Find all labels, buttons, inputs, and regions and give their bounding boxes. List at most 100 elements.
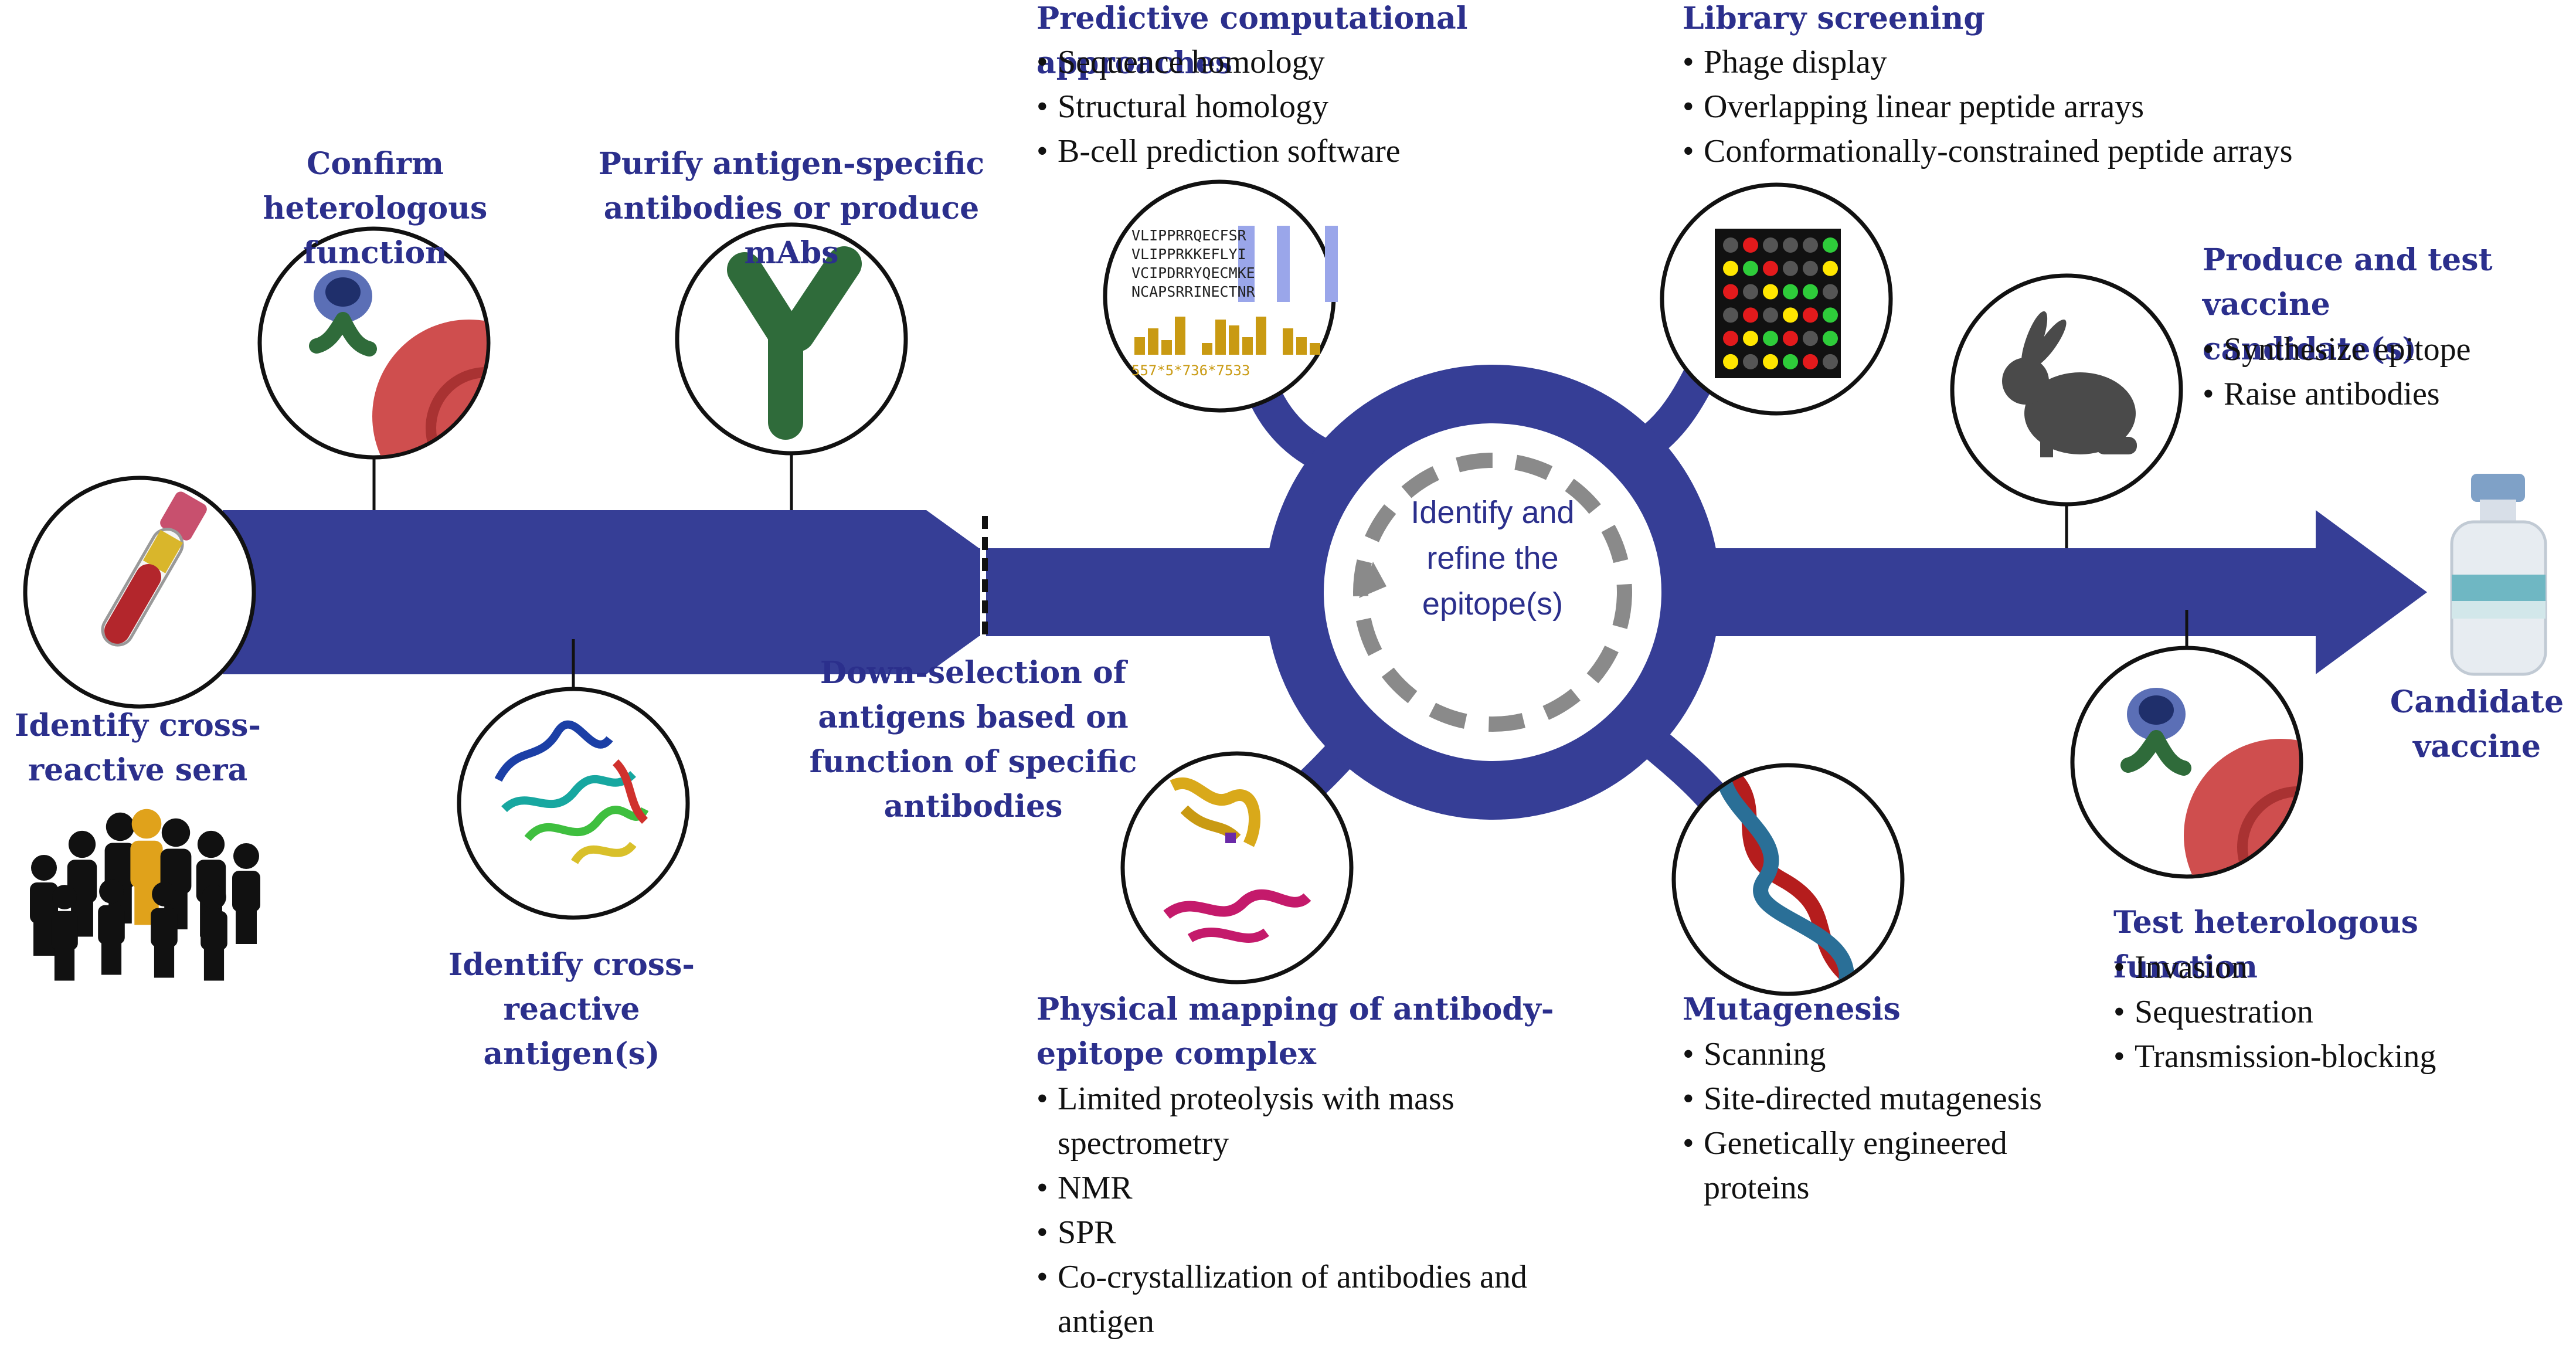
person-icon [130, 809, 163, 925]
physical-mapping-list: Limited proteolysis with mass spectromet… [1036, 1077, 1611, 1344]
peptide-spot [1823, 260, 1838, 276]
person-icon [104, 812, 136, 923]
peptide-spot [1803, 331, 1818, 347]
peptide-spot [1823, 307, 1838, 323]
peptide-spot [1823, 284, 1838, 300]
peptide-spot [1723, 331, 1738, 347]
person-icon [98, 879, 125, 975]
list-item: Transmission-blocking [2113, 1034, 2547, 1079]
list-item: Scanning [1683, 1032, 2105, 1077]
peptide-spot [1763, 237, 1778, 253]
refinement-cycle-arrowhead [1359, 562, 1386, 598]
list-item: Structural homology [1036, 84, 1506, 129]
peptide-spot [1823, 354, 1838, 369]
list-item: Site-directed mutagenesis [1683, 1077, 2105, 1121]
alignment-row: VLIPPRRQECFSR [1131, 227, 1247, 244]
down-selection-label: Down-selection of antigens based on func… [809, 655, 1137, 824]
peptide-spot [1823, 331, 1838, 347]
list-item: Genetically engineered proteins [1683, 1121, 2105, 1210]
list-item: Sequence homology [1036, 40, 1506, 84]
list-item: Co-crystallization of antibodies and ant… [1036, 1255, 1611, 1344]
people-group-icon [30, 809, 260, 981]
protein-structure-icon [457, 687, 690, 920]
list-item: Invasion [2113, 945, 2547, 990]
peptide-spot [1723, 354, 1738, 369]
alignment-row: VLIPPRKKEFLYI [1131, 246, 1246, 263]
alignment-row: NCAPSRRINECTNR [1131, 283, 1256, 300]
peptide-spot [1743, 284, 1758, 300]
person-icon [30, 855, 58, 956]
peptide-spot [1743, 237, 1758, 253]
peptide-spot [1763, 331, 1778, 347]
peptide-spot [1783, 331, 1798, 347]
main-arrow [223, 510, 979, 674]
peptide-spot [1723, 284, 1738, 300]
peptide-spot [1803, 260, 1818, 276]
library-list: Phage display Overlapping linear peptide… [1683, 40, 2386, 174]
list-item: Overlapping linear peptide arrays [1683, 84, 2386, 129]
list-item: Conformationally-constrained peptide arr… [1683, 129, 2386, 174]
antibody-epitope-complex-icon [1120, 751, 1354, 984]
peptide-spot [1803, 284, 1818, 300]
dna-helix-icon [1671, 763, 1905, 996]
person-icon [51, 885, 78, 981]
list-item: Sequestration [2113, 990, 2547, 1034]
hub-label: Identify and refine the epitope(s) [1411, 495, 1575, 622]
test-function-list: Invasion Sequestration Transmission-bloc… [2113, 945, 2547, 1079]
peptide-spot [1823, 237, 1838, 253]
peptide-spot [1763, 260, 1778, 276]
list-item: B-cell prediction software [1036, 129, 1506, 174]
produce-test-list: Synthesize epitope Raise antibodies [2203, 327, 2554, 416]
candidate-vaccine-label: Candidate vaccine [2390, 684, 2564, 765]
conservation-bars [1134, 317, 1320, 355]
list-item: SPR [1036, 1210, 1611, 1255]
list-item: NMR [1036, 1166, 1611, 1210]
peptide-spot [1783, 307, 1798, 323]
mutagenesis-title: Mutagenesis [1683, 992, 1901, 1027]
peptide-spot [1783, 354, 1798, 369]
mutagenesis-list: Scanning Site-directed mutagenesis Genet… [1683, 1032, 2105, 1210]
blood-tube-icon [23, 476, 256, 709]
identify-antigen-label: Identify cross-reactive antigen(s) [448, 947, 695, 1072]
purify-label: Purify antigen-specific antibodies or pr… [598, 146, 985, 271]
main-arrowhead [2316, 510, 2427, 674]
peptide-spot [1743, 331, 1758, 347]
peptide-array-grid [1723, 237, 1838, 369]
person-icon [200, 885, 227, 981]
antibody-icon [675, 222, 908, 456]
peptide-spot [1723, 260, 1738, 276]
peptide-spot [1803, 354, 1818, 369]
peptide-spot [1783, 237, 1798, 253]
peptide-spot [1803, 237, 1818, 253]
conservation-scores: 557*5*736*7533 [1131, 362, 1250, 379]
person-icon [232, 843, 260, 944]
peptide-spot [1763, 307, 1778, 323]
antibody-rbc-test-icon [2070, 646, 2303, 879]
peptide-spot [1743, 260, 1758, 276]
peptide-spot [1763, 284, 1778, 300]
peptide-spot [1783, 260, 1798, 276]
peptide-spot [1803, 307, 1818, 323]
rabbit-icon [1950, 273, 2183, 507]
person-icon [151, 882, 178, 978]
peptide-spot [1763, 354, 1778, 369]
sequence-alignment-icon: VLIPPRRQECFSR VLIPPRKKEFLYI VCIPDRRYQECM… [1103, 179, 1338, 413]
peptide-spot [1783, 284, 1798, 300]
peptide-spot [1743, 307, 1758, 323]
physical-mapping-title: Physical mapping of antibody-epitope com… [1036, 992, 1554, 1072]
person-icon [67, 830, 97, 937]
list-item: Raise antibodies [2203, 372, 2554, 416]
vaccine-vial-icon [2450, 474, 2547, 676]
peptide-spot [1723, 307, 1738, 323]
refinement-cycle-dashed-circle [1353, 453, 1632, 732]
identify-sera-label: Identify cross-reactive sera [15, 708, 261, 788]
list-item: Phage display [1683, 40, 2386, 84]
alignment-row: VCIPDRRYQECMKE [1131, 264, 1255, 281]
confirm-function-label: Confirm heterologous function [263, 146, 488, 271]
predictive-list: Sequence homology Structural homology B-… [1036, 40, 1506, 174]
peptide-spot [1743, 354, 1758, 369]
peptide-spot [1723, 237, 1738, 253]
library-title: Library screening [1683, 1, 1985, 36]
